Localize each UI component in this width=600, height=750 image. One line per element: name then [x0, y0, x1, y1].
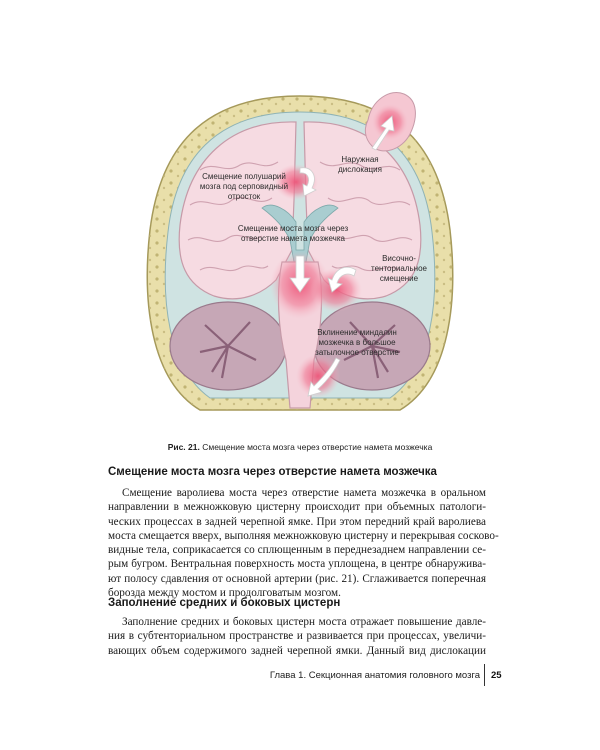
- brain-illustration: [146, 92, 454, 411]
- figure-caption: Рис. 21. Смещение моста мозга через отве…: [0, 442, 600, 452]
- caption-text: Смещение моста мозга через отверстие нам…: [199, 442, 433, 452]
- text-line: вающих объем содержимого задней черепной…: [108, 644, 486, 657]
- paragraph-cisterns: Заполнение средних и боковых цистерн мос…: [108, 615, 486, 658]
- cerebellum: [169, 301, 431, 391]
- text-line: борозда между мостом и продолговатым моз…: [108, 587, 341, 600]
- text-line: Смещение варолиева моста через отверстие…: [122, 487, 486, 499]
- text-line: моста смещается вверх, выполняя межножко…: [108, 529, 499, 542]
- section-heading-cisterns: Заполнение средних и боковых цистерн: [108, 597, 341, 609]
- text-line: ческих процессах в задней черепной ямке.…: [108, 515, 486, 528]
- caption-label: Рис. 21.: [167, 442, 200, 452]
- ventricles: [261, 204, 339, 263]
- label-pons-herniation: Смещение моста мозга через отверстие нам…: [237, 224, 349, 243]
- paragraph-pons: Смещение варолиева моста через отверстие…: [108, 486, 499, 600]
- label-tonsillar-herniation: Вклинение миндалин мозжечка в большое за…: [315, 328, 399, 357]
- arrow-icon: [289, 115, 395, 397]
- text-line: видные тела, соприкасается со сплющенным…: [108, 544, 486, 557]
- running-footer: Глава 1. Секционная анатомия головного м…: [269, 670, 480, 681]
- text-line: направлении в межножковую цистерну проис…: [108, 501, 486, 514]
- text-line: ния в субтенториальном пространстве и ра…: [108, 630, 486, 643]
- footer-divider: [484, 664, 485, 686]
- text-line: Заполнение средних и боковых цистерн мос…: [122, 616, 486, 628]
- text-line: рым бугром. Вентральная поверхность мост…: [108, 558, 486, 571]
- label-tentorial-herniation: Височно- тенториальное смещение: [371, 254, 427, 283]
- gyri-lines: [187, 161, 413, 272]
- text-line: ют полосу сдавления от основной артерии …: [108, 572, 486, 585]
- section-heading-pons: Смещение моста мозга через отверстие нам…: [108, 466, 437, 478]
- page-number: 25: [491, 670, 502, 681]
- label-falx-herniation: Смещение полушарий мозга под серповидный…: [199, 172, 289, 201]
- label-external-dislocation: Наружная дислокация: [338, 155, 382, 174]
- brain-herniation-figure: Наружная дислокация Смещение полушарий м…: [146, 92, 454, 411]
